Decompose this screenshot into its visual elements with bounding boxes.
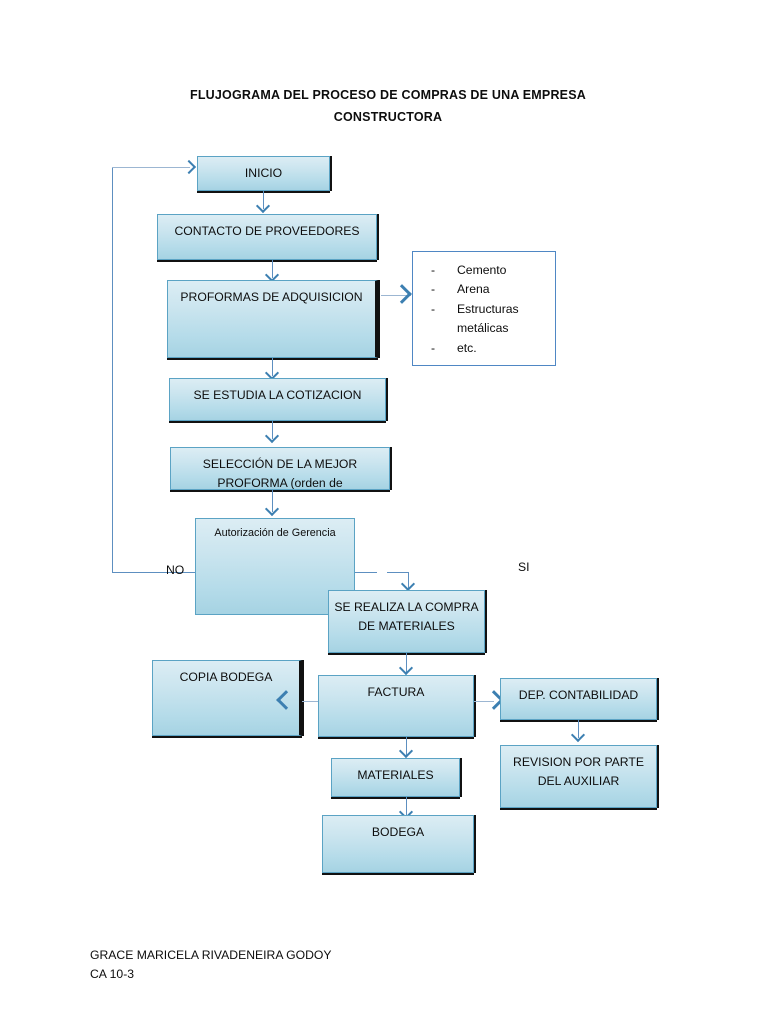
list-item-label: Arena	[457, 282, 490, 297]
page-title-line-2: CONSTRUCTORA	[333, 110, 443, 124]
node-bodega[interactable]: BODEGA	[322, 815, 474, 873]
feedback-loop-bottom-line	[112, 572, 196, 573]
connector-proformas-to-materials-list	[381, 295, 411, 296]
node-se-estudia-cotizacion[interactable]: SE ESTUDIA LA COTIZACION	[169, 378, 386, 421]
footer-course: CA 10-3	[90, 967, 135, 981]
connector-materiales-to-bodega	[406, 797, 407, 815]
footer: GRACE MARICELA RIVADENEIRA GODOY CA 10-3	[90, 946, 332, 984]
node-autorizacion-gerencia-label: Autorización de Gerencia	[214, 527, 336, 539]
branch-label-si: SI	[518, 560, 530, 574]
feedback-loop-top-line	[112, 167, 190, 168]
connector-proformas-to-estudia	[272, 358, 273, 376]
node-seleccion-proforma-label: SELECCIÓN DE LA MEJOR PROFORMA (orden de	[202, 457, 358, 490]
feedback-loop-vertical-line	[112, 167, 113, 573]
connector-compra-to-factura	[406, 653, 407, 673]
node-materiales-label: MATERIALES	[357, 768, 434, 782]
connector-seleccion-to-autorizacion	[272, 490, 273, 512]
node-contacto-proveedores-label: CONTACTO DE PROVEEDORES	[174, 224, 360, 238]
node-compra-materiales[interactable]: SE REALIZA LA COMPRA DE MATERIALES	[328, 590, 485, 653]
page-title-line-1: FLUJOGRAMA DEL PROCESO DE COMPRAS DE UNA…	[190, 88, 586, 102]
node-dep-contabilidad-label: DEP. CONTABILIDAD	[518, 688, 639, 702]
list-item-continuation: metálicas	[431, 319, 555, 338]
list-item: - Cemento	[431, 261, 555, 280]
connector-factura-to-copia-bodega	[302, 701, 320, 702]
node-inicio-label: INICIO	[244, 166, 283, 180]
si-path-segment-2	[387, 572, 409, 573]
node-proformas-adquisicion-label: PROFORMAS DE ADQUISICION	[180, 290, 363, 304]
list-item-label: Estructuras	[457, 301, 519, 316]
list-item-label: etc.	[457, 340, 477, 355]
node-revision-auxiliar[interactable]: REVISION POR PARTE DEL AUXILIAR	[500, 745, 657, 808]
node-copia-bodega[interactable]: COPIA BODEGA	[152, 660, 302, 736]
list-bullet: -	[431, 263, 436, 277]
connector-contacto-to-proformas	[272, 260, 273, 278]
node-bodega-label: BODEGA	[371, 825, 425, 839]
node-dep-contabilidad[interactable]: DEP. CONTABILIDAD	[500, 678, 657, 720]
node-proformas-adquisicion[interactable]: PROFORMAS DE ADQUISICION	[167, 280, 378, 358]
list-bullet: -	[431, 301, 436, 316]
branch-label-no: NO	[166, 563, 185, 577]
page-title: FLUJOGRAMA DEL PROCESO DE COMPRAS DE UNA…	[118, 84, 658, 128]
node-materiales[interactable]: MATERIALES	[331, 758, 460, 797]
node-compra-materiales-label: SE REALIZA LA COMPRA DE MATERIALES	[334, 600, 479, 633]
node-copia-bodega-label: COPIA BODEGA	[179, 670, 273, 684]
materials-list-box: - Cemento - Arena - Estructuras metálica…	[412, 251, 556, 366]
connector-factura-to-contabilidad	[474, 701, 494, 702]
connector-factura-to-materiales	[406, 737, 407, 755]
node-inicio[interactable]: INICIO	[197, 156, 330, 191]
list-bullet-empty	[431, 319, 457, 338]
node-se-estudia-cotizacion-label: SE ESTUDIA LA COTIZACION	[193, 388, 362, 402]
list-bullet: -	[431, 282, 436, 297]
list-item-label: Cemento	[457, 263, 507, 277]
list-item: - Arena	[431, 280, 555, 299]
footer-author: GRACE MARICELA RIVADENEIRA GODOY	[90, 948, 332, 962]
si-path-vertical	[408, 572, 409, 588]
node-contacto-proveedores[interactable]: CONTACTO DE PROVEEDORES	[157, 214, 377, 260]
list-item: - etc.	[431, 339, 555, 358]
node-seleccion-proforma[interactable]: SELECCIÓN DE LA MEJOR PROFORMA (orden de	[170, 447, 390, 490]
node-revision-auxiliar-label: REVISION POR PARTE DEL AUXILIAR	[513, 755, 644, 788]
node-factura-label: FACTURA	[367, 685, 425, 699]
list-item: - Estructuras	[431, 300, 555, 319]
connector-estudia-to-seleccion	[272, 421, 273, 439]
node-factura[interactable]: FACTURA	[318, 675, 474, 737]
connector-inicio-to-contacto	[263, 191, 264, 209]
list-bullet: -	[431, 340, 436, 355]
connector-contabilidad-to-revision	[578, 720, 579, 738]
list-item-label: metálicas	[457, 321, 509, 336]
si-path-segment-1	[355, 572, 377, 573]
